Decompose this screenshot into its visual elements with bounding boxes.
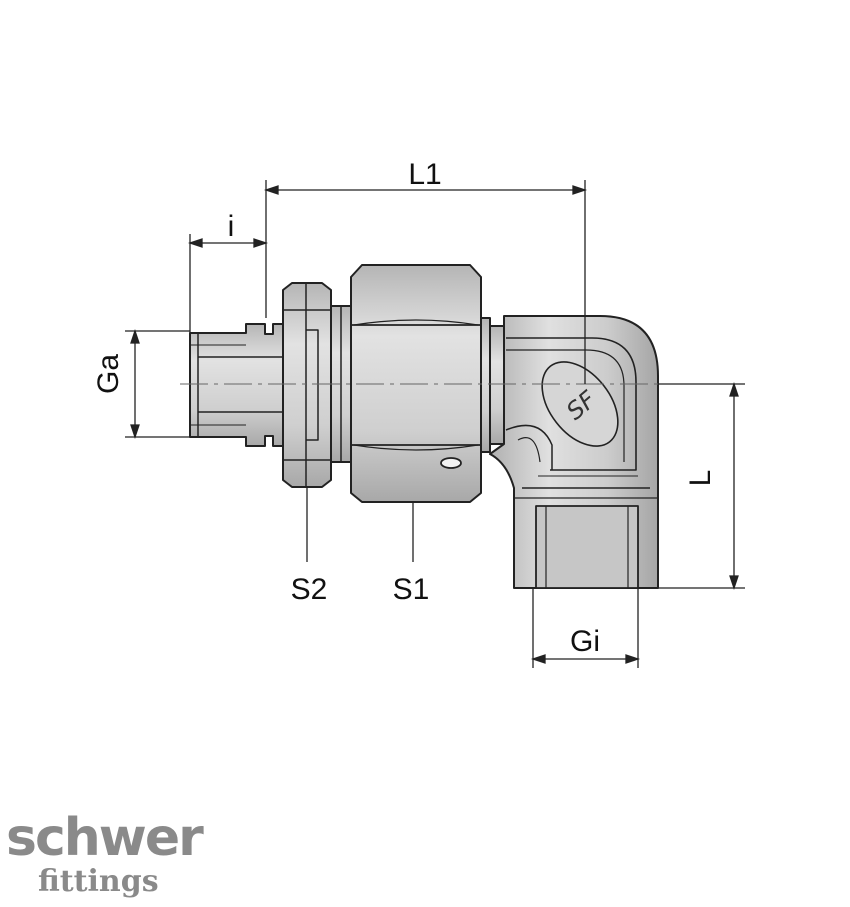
- dim-label-s2: S2: [291, 573, 328, 606]
- elbow-body: SF: [489, 315, 659, 589]
- collar: [330, 305, 352, 463]
- sf-mark: [541, 361, 619, 447]
- dim-label-gi: Gi: [570, 625, 600, 658]
- brand-subtitle: fittings: [38, 864, 159, 899]
- dim-label-ga: Ga: [92, 354, 125, 394]
- dim-label-s1: S1: [393, 573, 430, 606]
- brand-logo: schwer fittings: [6, 812, 204, 902]
- brand-name: schwer: [6, 808, 204, 868]
- dim-label-l: L: [684, 470, 717, 487]
- hex-flange-s2: [282, 282, 332, 488]
- collar-2: [480, 317, 505, 453]
- dim-label-i: i: [228, 210, 235, 243]
- dim-label-l1: L1: [408, 158, 441, 191]
- dimension-lines: [125, 180, 745, 668]
- fitting-assembly: SF: [189, 264, 659, 589]
